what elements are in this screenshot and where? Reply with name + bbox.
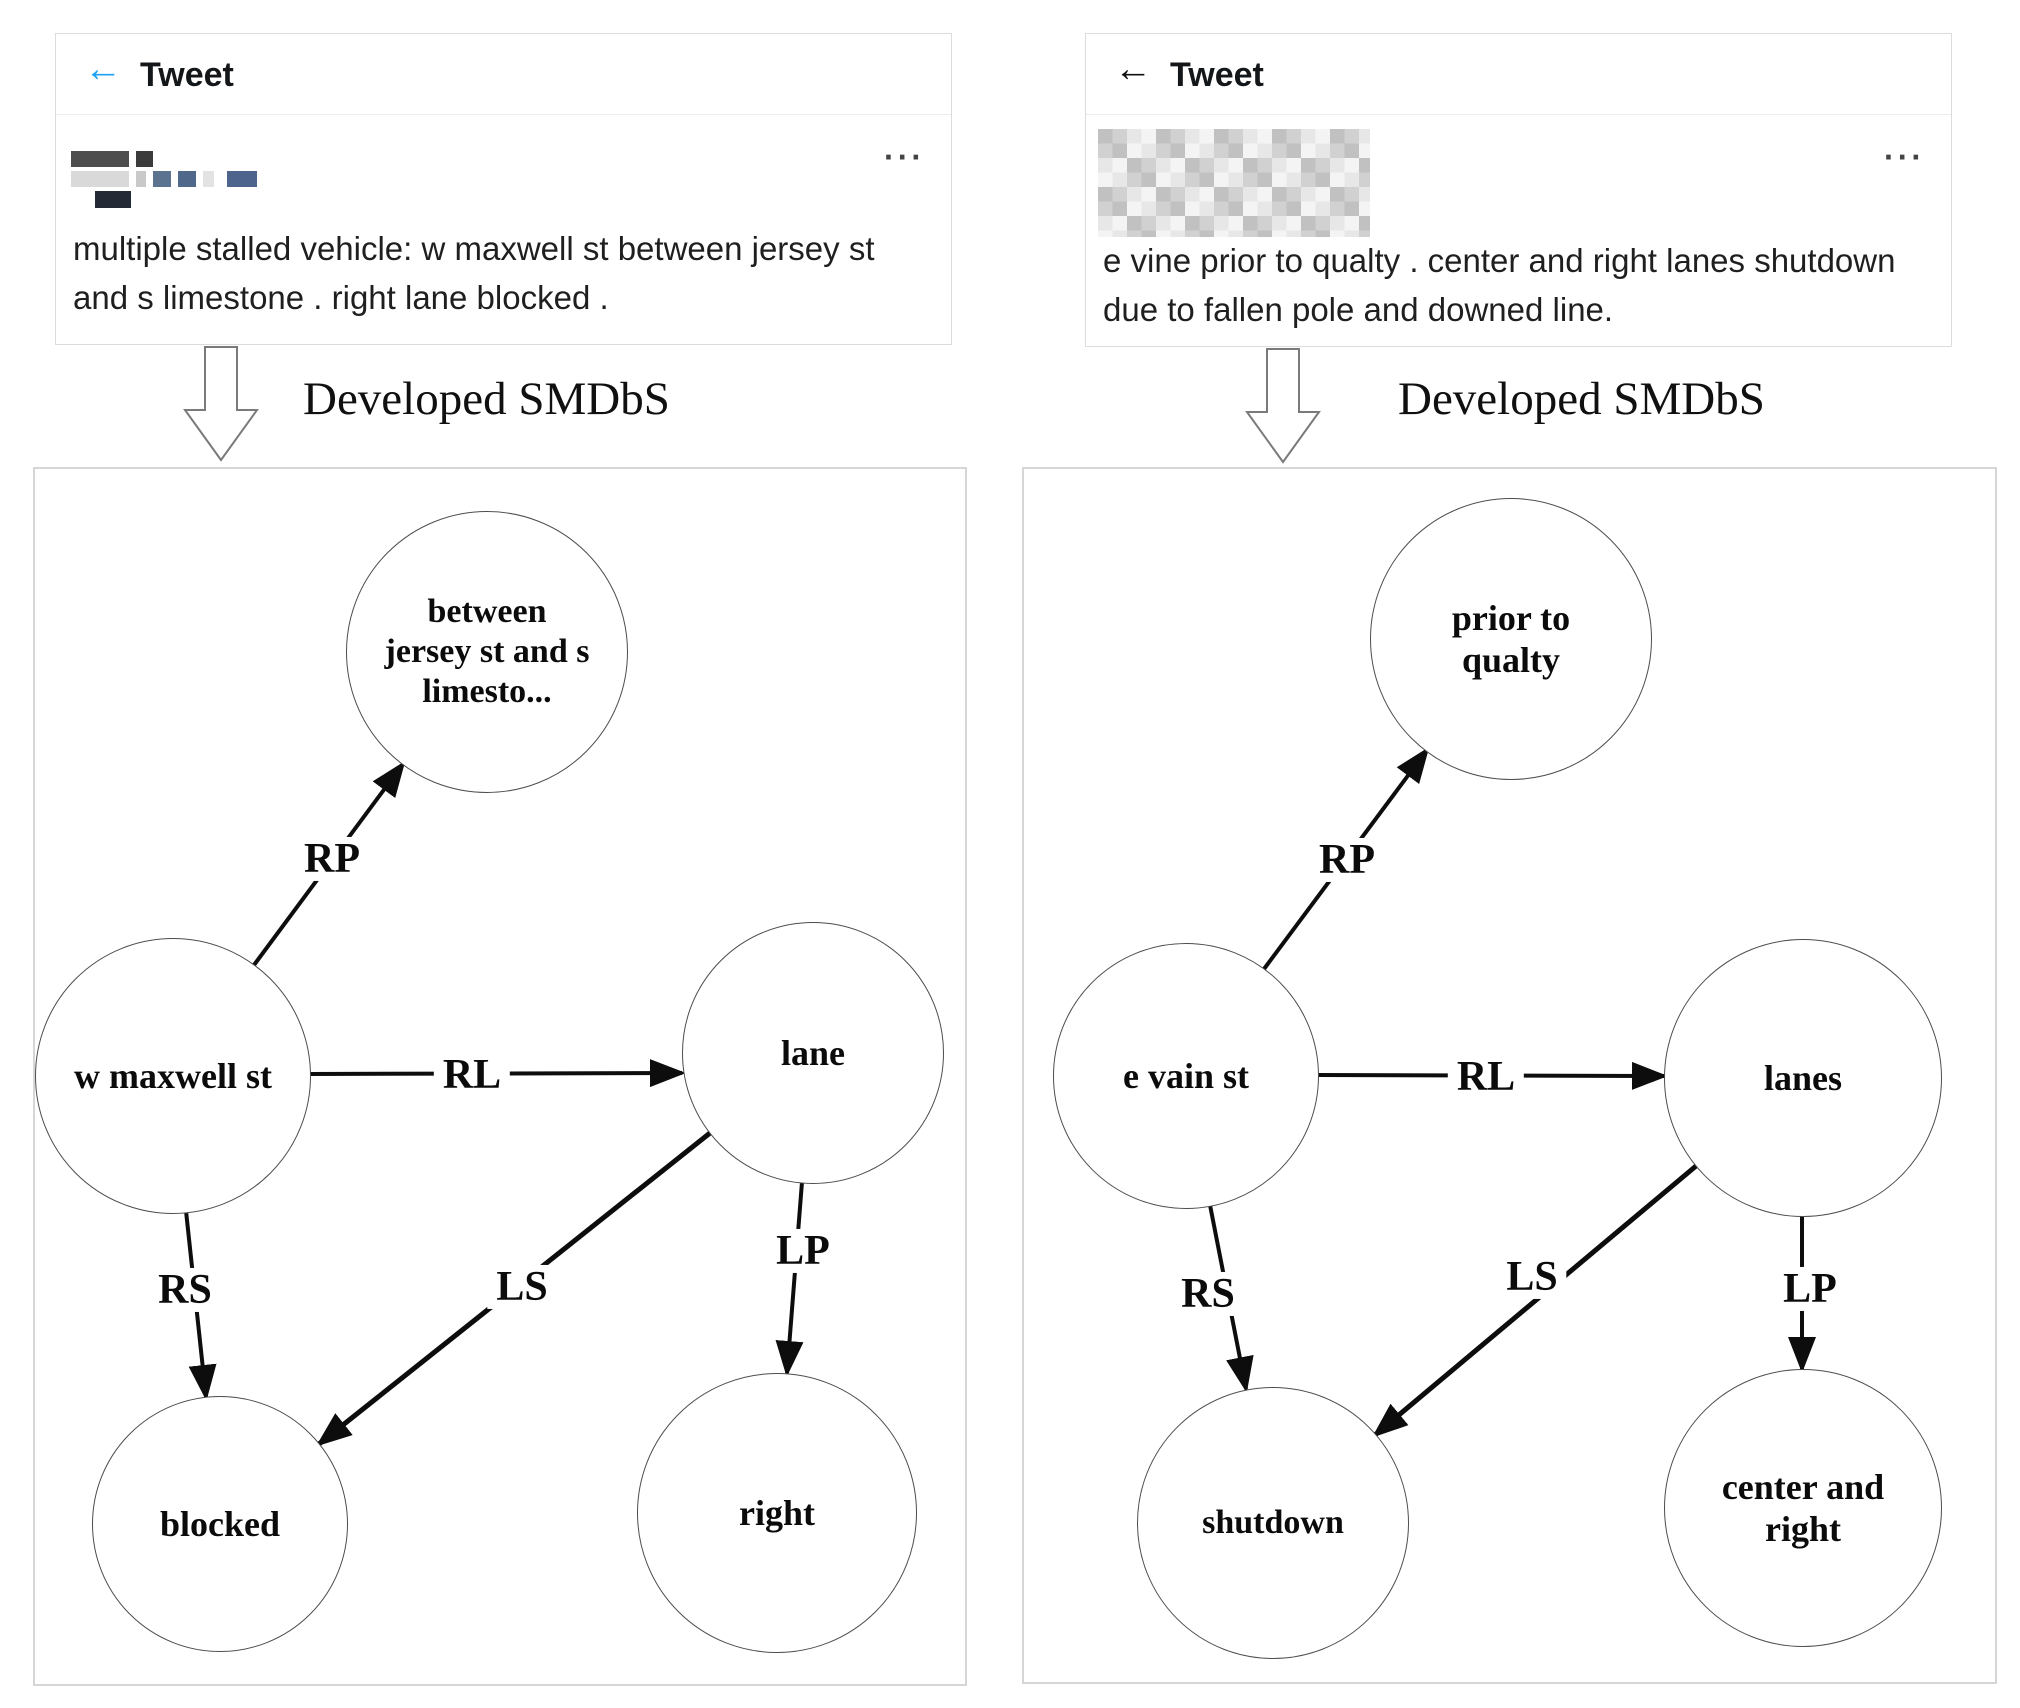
node-relation-phrase: prior to qualty (1370, 498, 1652, 780)
edge-ls (1371, 1164, 1698, 1438)
diagram-panel: between jersey st and s limesto... w max… (33, 467, 967, 1686)
tweet-body: ··· e vine prior to qualty . center and … (1086, 115, 1951, 346)
node-road: e vain st (1053, 943, 1319, 1209)
more-options-icon[interactable]: ··· (1884, 139, 1925, 175)
edge-label-lp: LP (1774, 1267, 1846, 1311)
edge-label-ls: LS (487, 1265, 557, 1309)
more-options-icon[interactable]: ··· (884, 139, 925, 175)
tweet-text: e vine prior to qualty . center and righ… (1103, 242, 1896, 328)
node-status: shutdown (1137, 1387, 1409, 1659)
tweet-header: ← Tweet (56, 34, 951, 115)
tweet-text: multiple stalled vehicle: w maxwell st b… (73, 230, 875, 316)
process-label: Developed SMDbS (1398, 373, 1765, 425)
edge-label-lp: LP (767, 1229, 839, 1273)
flow-down-arrow-icon (183, 346, 259, 462)
node-lane: lanes (1664, 939, 1942, 1217)
edge-label-ls: LS (1497, 1255, 1567, 1299)
redacted-user-info (1098, 129, 1370, 237)
redacted-user-info (71, 151, 257, 212)
node-lane: lane (682, 922, 944, 1184)
node-position: right (637, 1373, 917, 1653)
edge-label-rl: RL (1447, 1055, 1525, 1099)
diagram-panel: prior to qualty e vain st lanes shutdown… (1022, 467, 1997, 1684)
tweet-card: ← Tweet ··· multiple stalled vehicle: w … (55, 33, 952, 345)
edge-label-rp: RP (1310, 838, 1384, 882)
edge-label-rl: RL (433, 1053, 511, 1097)
process-label: Developed SMDbS (303, 373, 670, 425)
node-position: center and right (1664, 1369, 1942, 1647)
back-arrow-icon[interactable]: ← (84, 48, 122, 90)
tweet-card: ← Tweet ··· e vine prior to qualty . cen… (1085, 33, 1952, 347)
back-arrow-icon[interactable]: ← (1114, 48, 1152, 90)
flow-down-arrow-icon (1245, 348, 1321, 464)
edge-label-rs: RS (149, 1268, 221, 1312)
node-relation-phrase: between jersey st and s limesto... (346, 511, 628, 793)
edge-lp (775, 1181, 804, 1377)
tweet-header-title: Tweet (1170, 56, 1264, 94)
tweet-header-title: Tweet (140, 56, 234, 94)
edge-label-rp: RP (295, 837, 369, 881)
node-status: blocked (92, 1396, 348, 1652)
edge-label-rs: RS (1172, 1272, 1244, 1316)
tweet-header: ← Tweet (1086, 34, 1951, 115)
node-road: w maxwell st (35, 938, 311, 1214)
tweet-body: ··· multiple stalled vehicle: w maxwell … (56, 115, 951, 344)
